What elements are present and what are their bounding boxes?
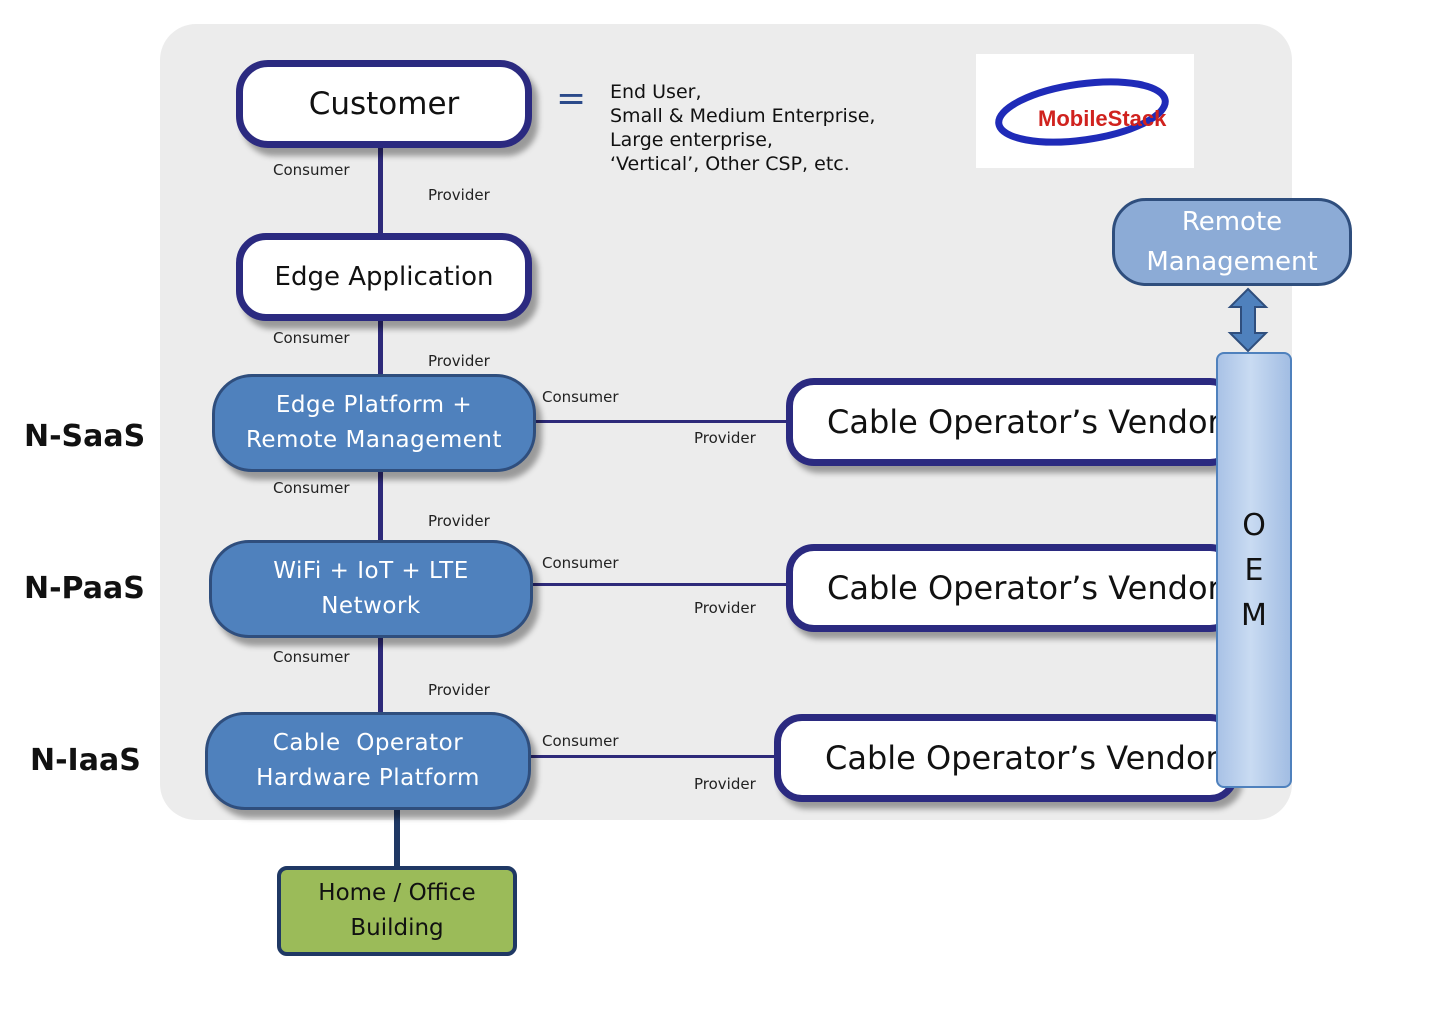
remote-management-line: Remote: [1181, 207, 1283, 237]
connector-iaas-vendor: [530, 755, 780, 758]
connector-paas-vendor: [532, 583, 792, 586]
vendor-box-paas: Cable Operator’s Vendor: [786, 544, 1238, 632]
customer-box: Customer: [236, 60, 532, 148]
edge-platform-line: Edge Platform +: [275, 392, 473, 418]
consumer-label: Consumer: [273, 479, 350, 497]
connector-saas-vendor: [536, 420, 792, 423]
customer-definition-line: Small & Medium Enterprise,: [610, 105, 876, 127]
tier-label-saas: N-SaaS: [24, 419, 146, 454]
customer-definition-line: ‘Vertical’, Other CSP, etc.: [610, 153, 850, 175]
provider-label: Provider: [694, 429, 756, 447]
consumer-label: Consumer: [542, 554, 619, 572]
home-office-box: Home / Office Building: [277, 866, 517, 956]
customer-definition-line: Large enterprise,: [610, 129, 773, 151]
edge-application-box: Edge Application: [236, 233, 532, 321]
hardware-platform-line: Cable Operator: [272, 730, 464, 756]
vendor-box-iaas: Cable Operator’s Vendor: [774, 714, 1238, 802]
edge-platform-line: Remote Management: [245, 427, 503, 453]
connector-iaas-home: [394, 808, 400, 870]
connector-paas-iaas: [378, 636, 383, 714]
oem-letter: M: [1241, 597, 1267, 633]
home-office-line: Home / Office: [318, 880, 476, 906]
provider-label: Provider: [694, 599, 756, 617]
network-line: Network: [321, 593, 421, 619]
mobilestack-logo: MobileStack: [976, 54, 1194, 168]
provider-label: Provider: [428, 186, 490, 204]
consumer-label: Consumer: [273, 648, 350, 666]
vendor-label: Cable Operator’s Vendor: [825, 739, 1219, 777]
connector-saas-paas: [378, 470, 383, 542]
connector-customer-edgeapp: [378, 148, 383, 238]
provider-label: Provider: [428, 681, 490, 699]
edge-platform-box: Edge Platform + Remote Management: [212, 374, 536, 472]
oem-letter: O: [1242, 507, 1266, 543]
provider-label: Provider: [694, 775, 756, 793]
vendor-label: Cable Operator’s Vendor: [827, 569, 1221, 607]
tier-label-iaas: N-IaaS: [30, 743, 141, 778]
consumer-label: Consumer: [273, 161, 350, 179]
logo-text: MobileStack: [1038, 106, 1167, 131]
hardware-platform-box: Cable Operator Hardware Platform: [205, 712, 531, 810]
consumer-label: Consumer: [273, 329, 350, 347]
vendor-box-saas: Cable Operator’s Vendor: [786, 378, 1238, 466]
provider-label: Provider: [428, 512, 490, 530]
customer-definition-line: End User,: [610, 81, 702, 103]
connector-edgeapp-saas: [378, 318, 383, 378]
remote-management-line: Management: [1146, 247, 1318, 277]
customer-label: Customer: [308, 86, 460, 122]
customer-definition: End User, Small & Medium Enterprise, Lar…: [610, 80, 875, 176]
home-office-line: Building: [350, 915, 444, 941]
consumer-label: Consumer: [542, 732, 619, 750]
consumer-label: Consumer: [542, 388, 619, 406]
oem-letter: E: [1244, 552, 1264, 588]
network-box: WiFi + IoT + LTE Network: [209, 540, 533, 638]
network-line: WiFi + IoT + LTE: [273, 558, 469, 584]
edge-application-label: Edge Application: [274, 262, 494, 292]
provider-label: Provider: [428, 352, 490, 370]
tier-label-paas: N-PaaS: [24, 571, 145, 606]
remote-management-box: Remote Management: [1112, 198, 1352, 286]
hardware-platform-line: Hardware Platform: [256, 765, 480, 791]
vendor-label: Cable Operator’s Vendor: [827, 403, 1221, 441]
double-arrow-icon: [1227, 287, 1269, 353]
equals-sign: =: [556, 78, 587, 119]
logo-swoosh-icon: [995, 78, 1169, 146]
oem-column: O E M: [1216, 352, 1292, 788]
